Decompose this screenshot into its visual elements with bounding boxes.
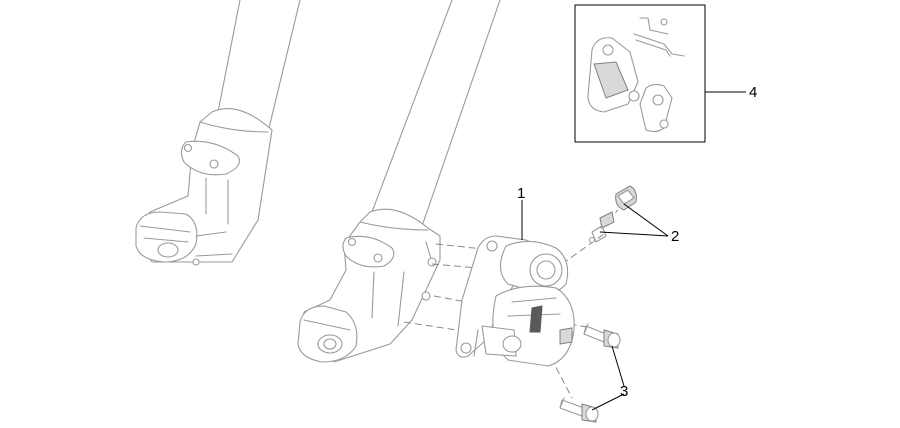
brake-pads-inset bbox=[574, 4, 706, 143]
mounting-screws bbox=[559, 323, 621, 423]
callout-3-label: 3 bbox=[620, 383, 628, 400]
left-fork-leg bbox=[135, 0, 301, 266]
callout-4-label: 4 bbox=[749, 84, 757, 101]
brake-caliper bbox=[455, 235, 575, 367]
callout-2-label: 2 bbox=[671, 228, 679, 245]
leader-lines bbox=[521, 91, 746, 411]
callout-1-label: 1 bbox=[517, 185, 525, 202]
right-fork-leg bbox=[297, 0, 501, 363]
bleed-valve-parts bbox=[588, 185, 637, 244]
